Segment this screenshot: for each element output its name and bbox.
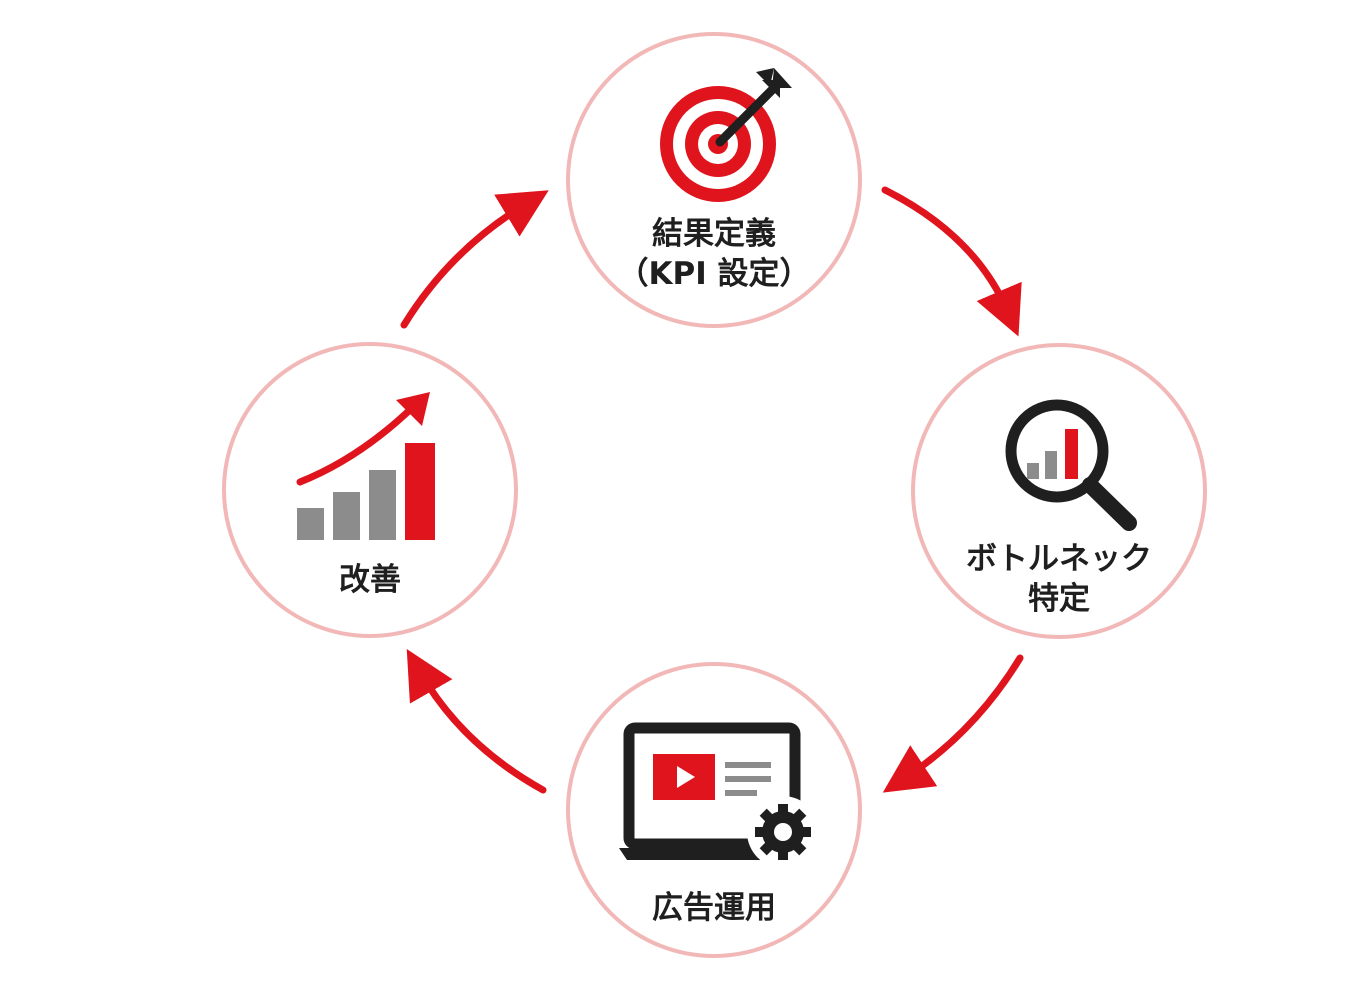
target-icon <box>660 68 792 202</box>
step-ad-operation: 広告運用 <box>566 662 862 958</box>
magnifier-chart-icon <box>1005 399 1137 531</box>
growth-chart-icon <box>296 392 435 540</box>
step-bottleneck-subtitle: 特定 <box>1028 581 1090 617</box>
arrow-bottom-to-left <box>406 648 547 794</box>
step-ad-operation-title: 広告運用 <box>652 890 776 926</box>
step-bottleneck-title: ボトルネック <box>966 541 1152 577</box>
laptop-video-gear-icon <box>619 722 819 868</box>
step-improvement-title: 改善 <box>339 562 401 598</box>
step-result-definition-subtitle: （KPI 設定） <box>617 256 811 292</box>
step-improvement: 改善 <box>222 342 518 638</box>
step-bottleneck-identification: ボトルネック 特定 <box>911 343 1207 639</box>
arrow-top-to-right <box>881 186 1022 337</box>
arrow-right-to-bottom <box>882 654 1024 793</box>
step-result-definition: 結果定義 （KPI 設定） <box>566 32 862 328</box>
arrow-left-to-top <box>400 190 549 329</box>
step-result-definition-title: 結果定義 <box>652 216 776 252</box>
